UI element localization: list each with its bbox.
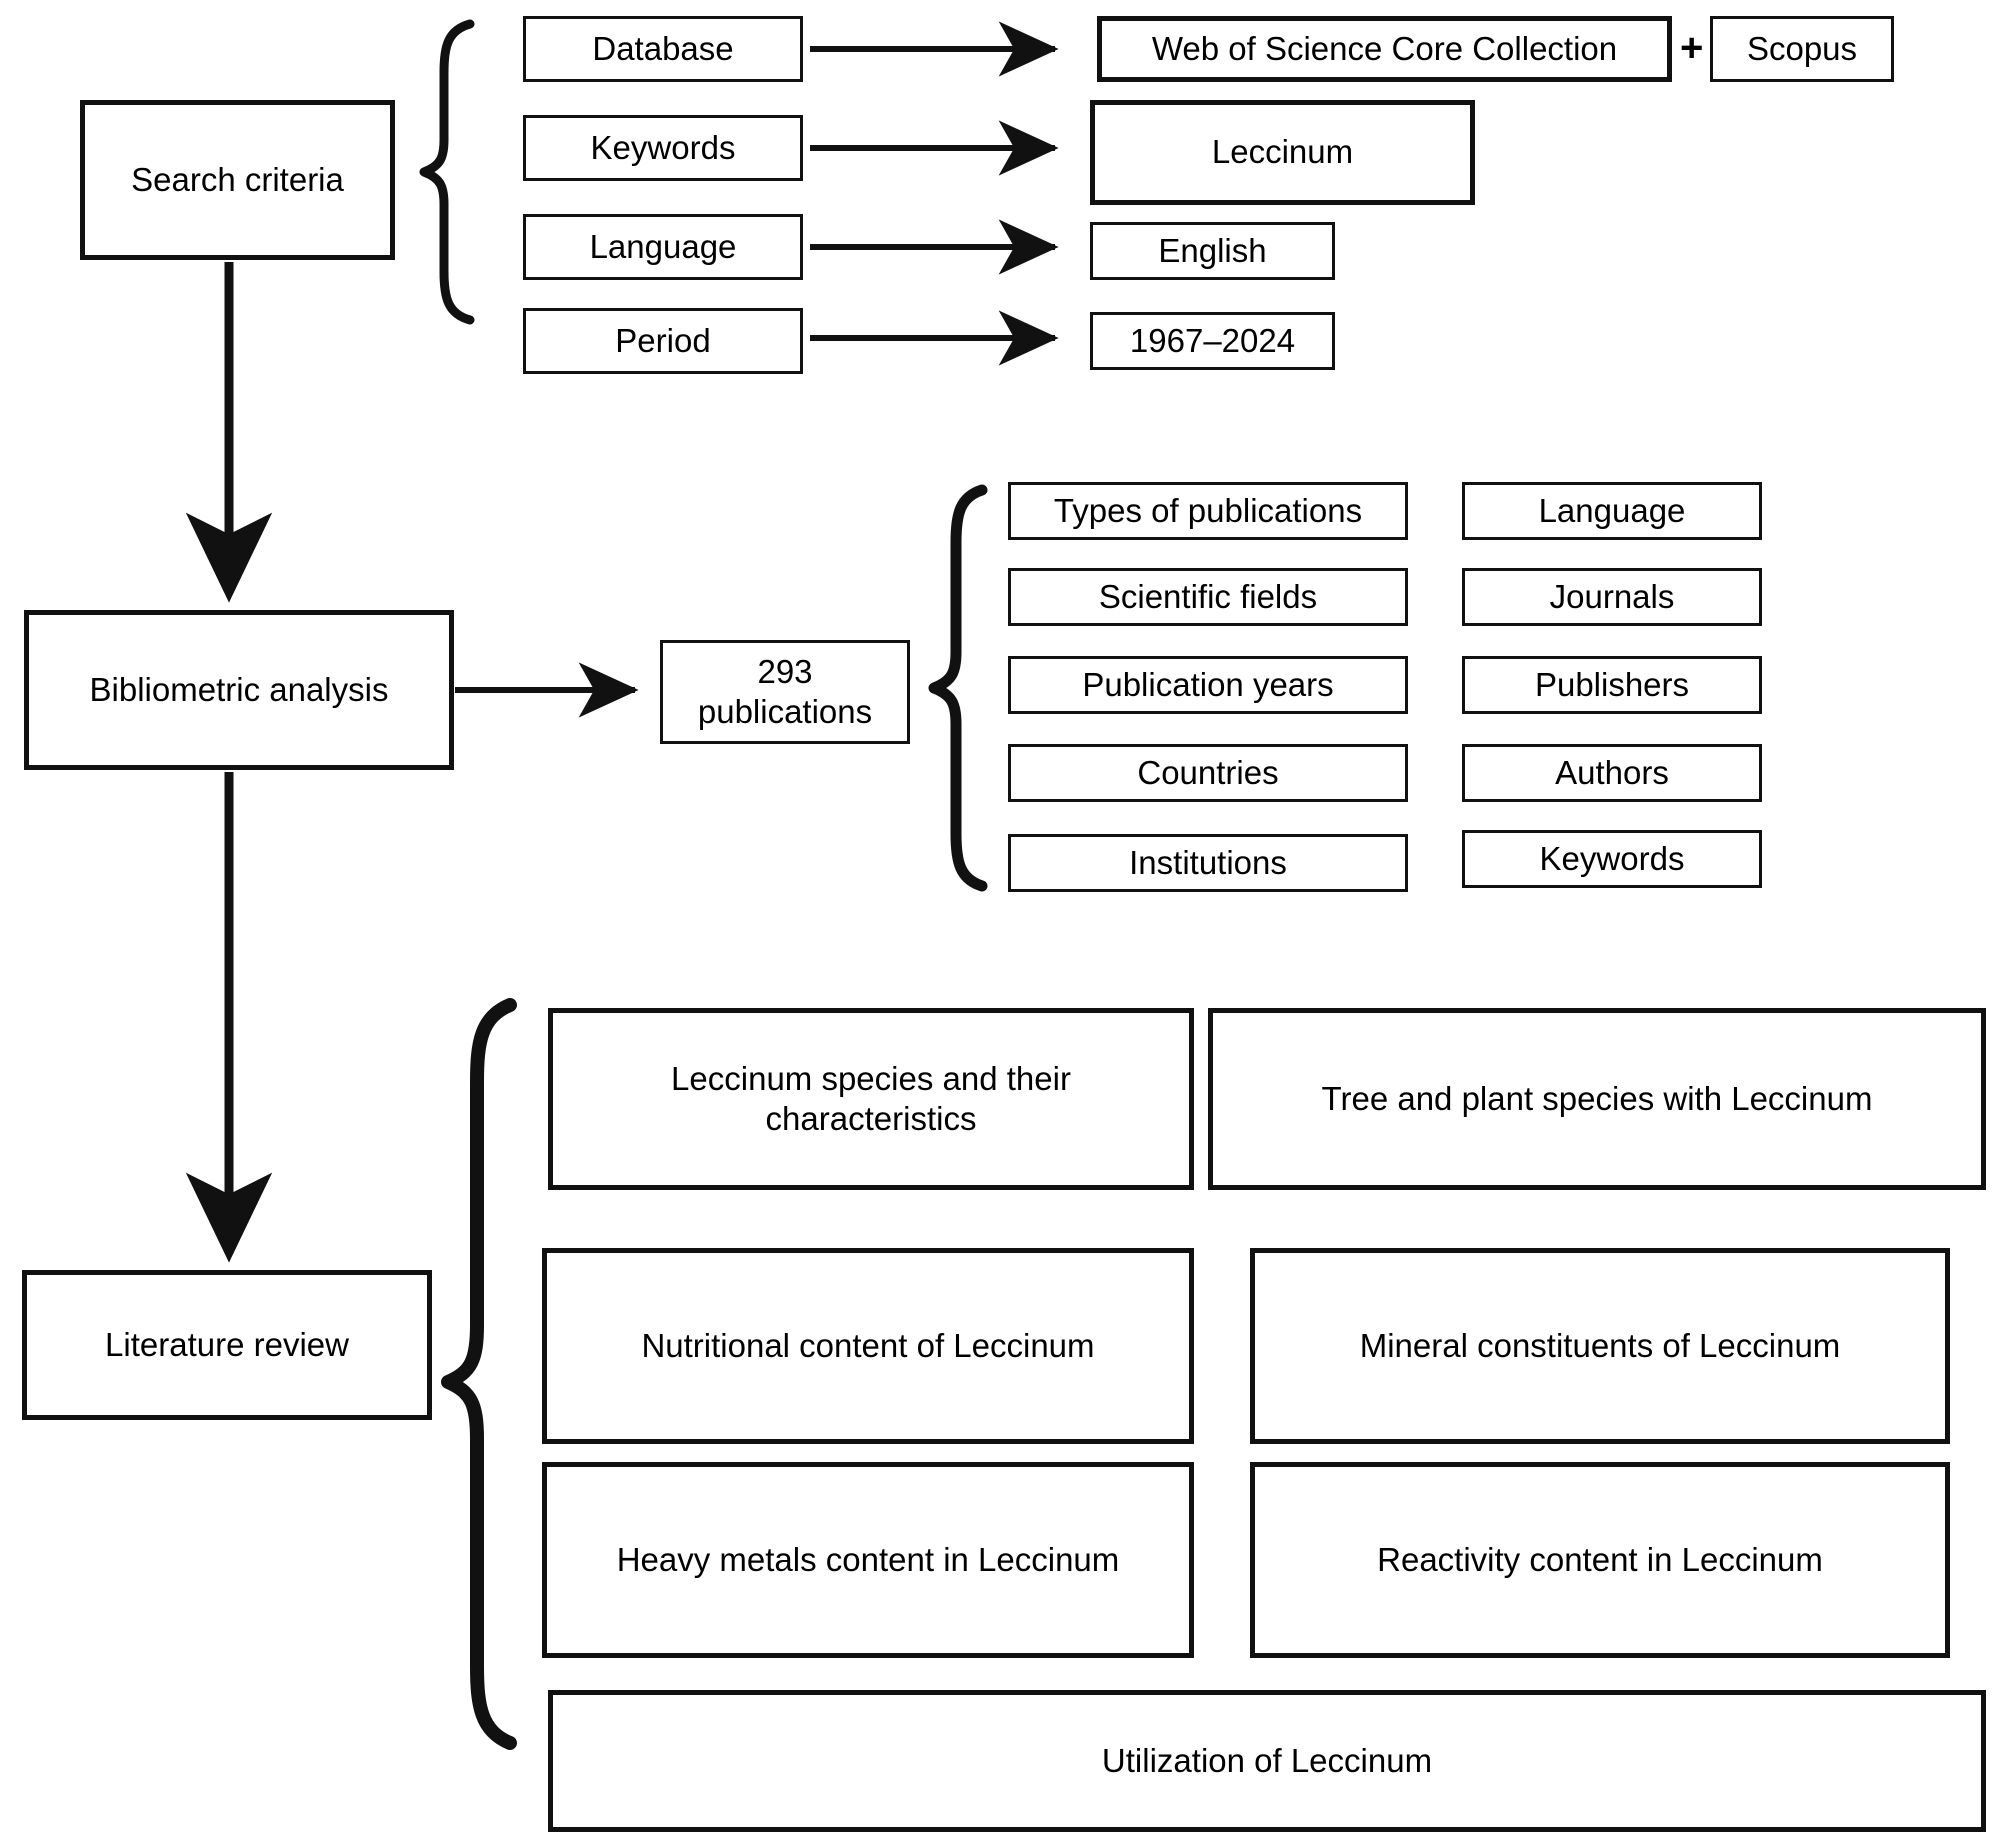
search-criteria-box[interactable]: Search criteria [80, 100, 395, 260]
criteria-value-scopus[interactable]: Scopus [1710, 16, 1894, 82]
publication-count-box[interactable]: 293 publications [660, 640, 910, 744]
criteria-value-database[interactable]: Web of Science Core Collection [1097, 16, 1672, 82]
topic-tree-and-plant-species[interactable]: Tree and plant species with Leccinum [1208, 1008, 1986, 1190]
criteria-key-period[interactable]: Period [523, 308, 803, 374]
criteria-key-database[interactable]: Database [523, 16, 803, 82]
topic-mineral-constituents[interactable]: Mineral constituents of Leccinum [1250, 1248, 1950, 1444]
topic-leccinum-species-characteristics[interactable]: Leccinum species and their characteristi… [548, 1008, 1194, 1190]
criteria-value-period[interactable]: 1967–2024 [1090, 312, 1335, 370]
criteria-key-language[interactable]: Language [523, 214, 803, 280]
metric-institutions[interactable]: Institutions [1008, 834, 1408, 892]
metric-countries[interactable]: Countries [1008, 744, 1408, 802]
metric-authors[interactable]: Authors [1462, 744, 1762, 802]
plus-operator-icon: + [1680, 26, 1704, 70]
metric-types-of-publications[interactable]: Types of publications [1008, 482, 1408, 540]
metric-journals[interactable]: Journals [1462, 568, 1762, 626]
criteria-value-keywords[interactable]: Leccinum [1090, 100, 1475, 205]
topic-reactivity-content[interactable]: Reactivity content in Leccinum [1250, 1462, 1950, 1658]
topic-heavy-metals-content[interactable]: Heavy metals content in Leccinum [542, 1462, 1194, 1658]
metric-keywords[interactable]: Keywords [1462, 830, 1762, 888]
literature-review-box[interactable]: Literature review [22, 1270, 432, 1420]
brace-search-criteria [419, 19, 475, 325]
criteria-arrows [810, 21, 1059, 366]
criteria-key-keywords[interactable]: Keywords [523, 115, 803, 181]
criteria-value-language[interactable]: English [1090, 222, 1335, 280]
metric-publication-years[interactable]: Publication years [1008, 656, 1408, 714]
metric-language[interactable]: Language [1462, 482, 1762, 540]
metric-publishers[interactable]: Publishers [1462, 656, 1762, 714]
metric-scientific-fields[interactable]: Scientific fields [1008, 568, 1408, 626]
bibliometric-analysis-box[interactable]: Bibliometric analysis [24, 610, 454, 770]
topic-utilization-of-leccinum[interactable]: Utilization of Leccinum [548, 1690, 1986, 1832]
brace-bibliometric-metrics [928, 484, 988, 892]
brace-literature-review [441, 998, 517, 1750]
topic-nutritional-content[interactable]: Nutritional content of Leccinum [542, 1248, 1194, 1444]
publication-count-text: 293 publications [697, 652, 873, 730]
